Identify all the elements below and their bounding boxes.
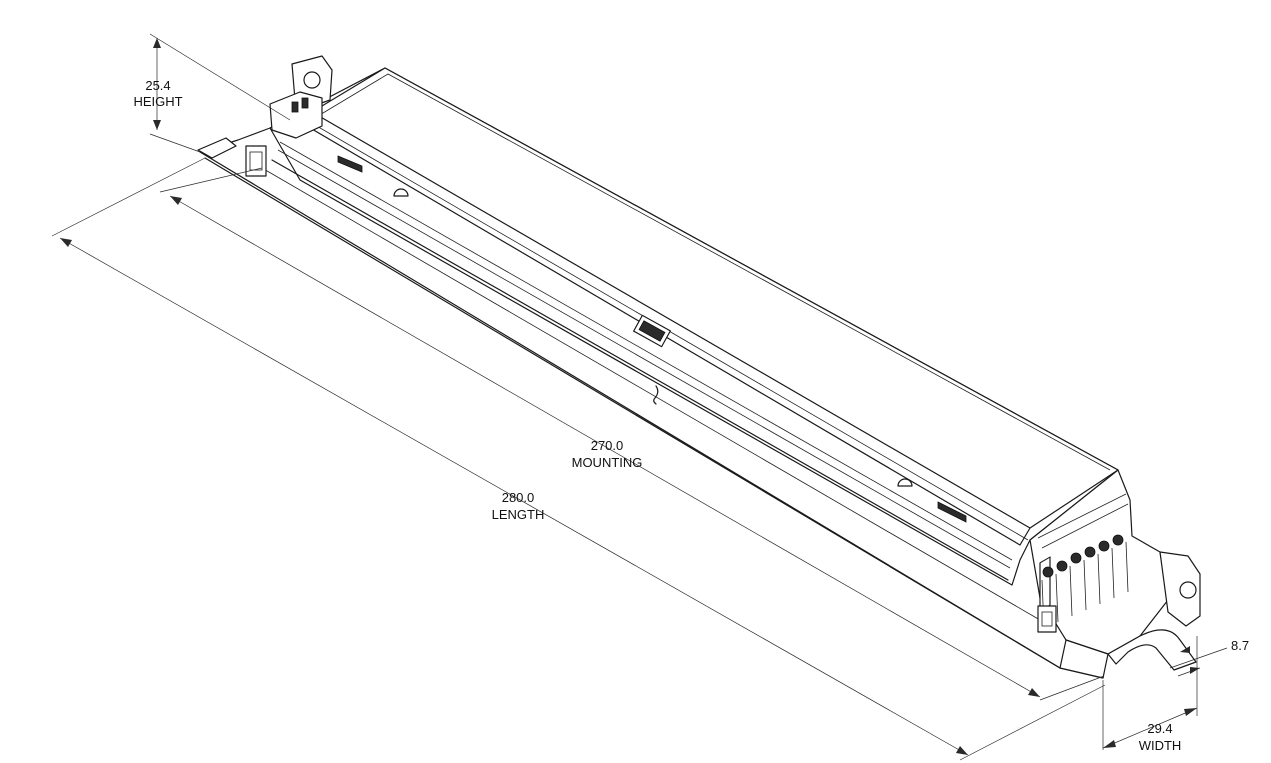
left-end-block [269,91,323,139]
right-clip-slot [1041,611,1053,627]
left-mount-hole [303,71,321,89]
left-clip-slot [249,151,263,171]
lid-lower-edge [314,124,1029,541]
width-value: 29.4 [1147,721,1172,736]
side-groove-2 [277,149,1011,569]
right-flange-end [1059,639,1109,679]
side-groove-3 [271,159,1009,581]
terminal-screw-5 [1098,540,1110,552]
length-label: LENGTH [492,507,545,522]
side-label-window-inner [638,320,666,342]
terminal-screws [1037,493,1129,629]
side-slot-right [937,501,967,523]
flange-edge-lower [204,157,1061,669]
mounting-label: MOUNTING [572,455,643,470]
terminal-screw-2 [1056,560,1068,572]
right-slot-cutout [1107,629,1197,671]
terminal-screw-6 [1112,534,1124,546]
side-groove-1 [279,141,1013,561]
left-terminal-1 [291,101,299,113]
left-terminal-2 [301,97,309,109]
mounting-value: 270.0 [591,438,624,453]
width-label: WIDTH [1139,738,1182,753]
side-notch-right [897,478,913,487]
left-clip [245,145,267,177]
terminal-screw-4 [1084,546,1096,558]
terminal-screw-3 [1070,552,1082,564]
height-label: HEIGHT [133,94,182,109]
length-value: 280.0 [502,490,535,505]
lid-lip [299,121,1031,546]
right-clip [1037,605,1057,633]
side-slot-left [337,155,363,173]
height-value: 25.4 [145,78,170,93]
ballast-body [197,55,1201,679]
mounting-dimension [159,167,1105,701]
slot-value: 8.7 [1231,638,1249,653]
height-dimension [149,33,291,153]
side-mark [653,385,659,405]
base-plate [199,121,1133,679]
right-mount-hole [1179,581,1197,599]
flange-edge-upper [261,167,1041,621]
lid-inner-edge [317,73,1111,471]
slot-dimension [1169,646,1228,677]
side-notch-left [393,188,409,197]
terminal-screw-1 [1042,566,1054,578]
width-dimension [1102,636,1198,750]
left-flange-corner [197,137,237,159]
length-dimension [51,157,1106,761]
